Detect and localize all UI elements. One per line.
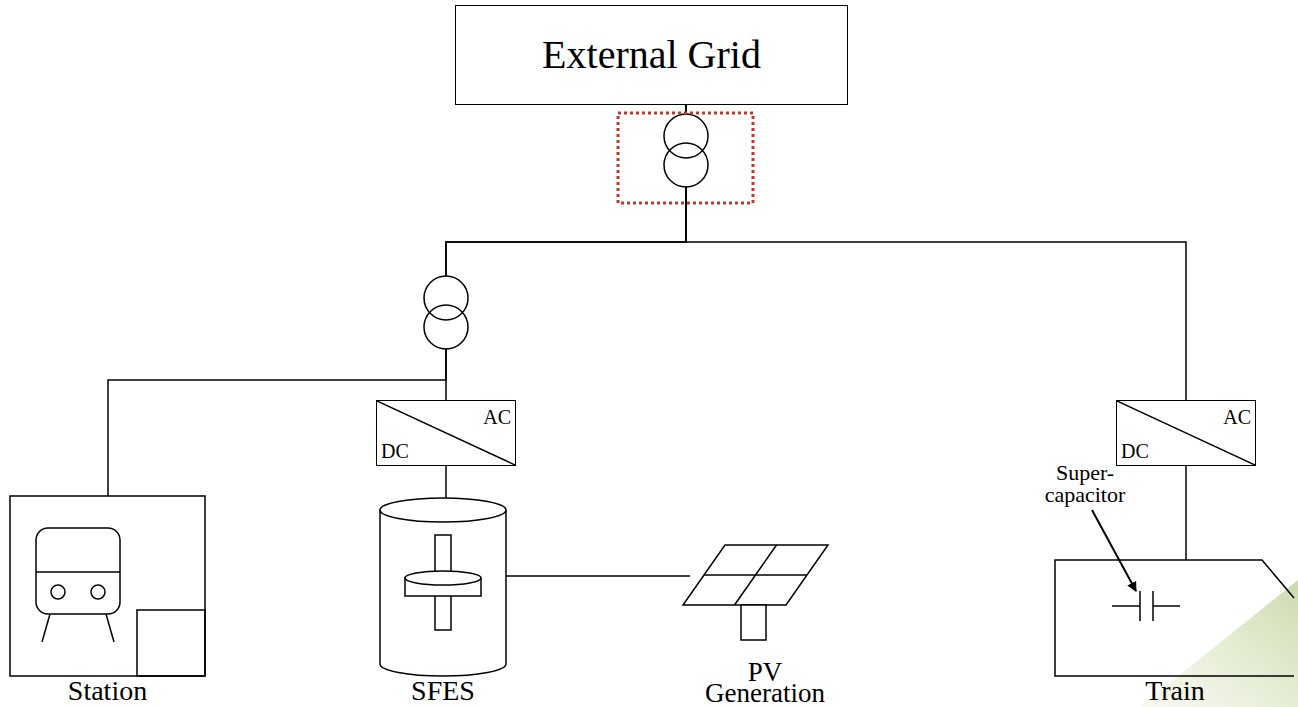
power-line	[1185, 466, 1187, 560]
power-line	[108, 105, 686, 496]
converter-label: DC	[381, 441, 409, 461]
train-illustration	[1055, 560, 1294, 676]
pv-node: PV Generation	[690, 545, 840, 704]
train-node: Train	[1055, 560, 1295, 704]
pv-illustration	[683, 545, 828, 640]
node-label: External Grid	[542, 33, 761, 77]
converter-box: DC AC	[1116, 400, 1256, 466]
corner-decoration	[1140, 580, 1298, 707]
label-holder: Super- capacitor	[1025, 462, 1145, 506]
transformer-symbol	[664, 114, 708, 187]
flywheel-node: SFES	[380, 498, 506, 704]
power-line	[686, 105, 1186, 400]
callout-label: Super- capacitor	[1025, 462, 1145, 506]
node-label: Station	[68, 678, 147, 704]
highlight-frame	[618, 113, 753, 203]
power-line	[445, 466, 447, 498]
power-line	[446, 105, 686, 400]
leader-arrow	[1092, 510, 1136, 591]
grid-box: External Grid	[455, 5, 848, 105]
flywheel-illustration	[380, 498, 506, 676]
power-line	[506, 575, 690, 577]
converter-box: DC AC	[376, 400, 516, 466]
converter-label: AC	[483, 407, 511, 427]
node-label: Train	[1145, 678, 1205, 704]
station-node: Station	[10, 496, 205, 704]
transformer-symbol	[424, 276, 468, 349]
station-illustration	[10, 496, 205, 676]
node-label: SFES	[411, 678, 475, 704]
converter-label: AC	[1223, 407, 1251, 427]
converter-label: DC	[1121, 441, 1149, 461]
node-label: PV Generation	[698, 662, 832, 704]
